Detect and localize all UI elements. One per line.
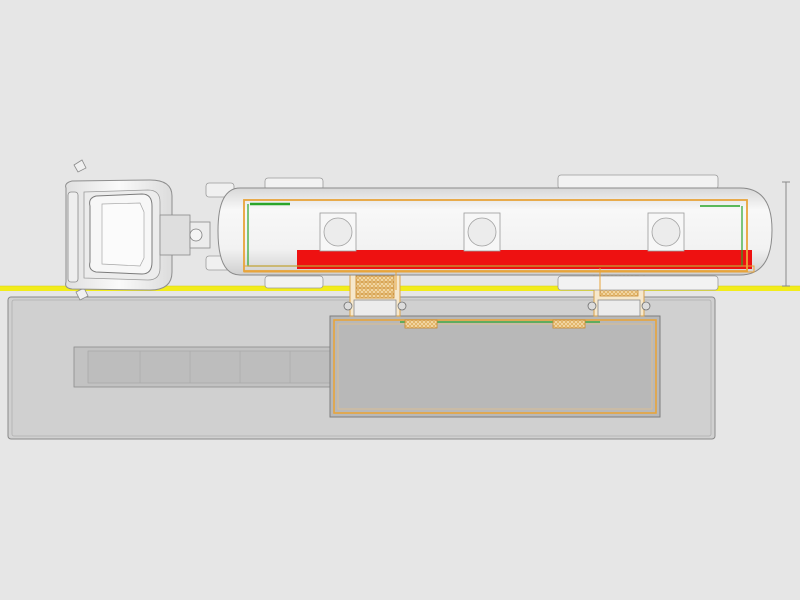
tank-orange-outline: [243, 199, 748, 272]
tank-trailer: [205, 174, 790, 291]
truck-cab: [65, 159, 211, 301]
liquid-fill: [297, 250, 752, 269]
compartment-window-2: [463, 212, 501, 252]
compartment-window-3: [647, 212, 685, 252]
service-pit: [7, 296, 716, 440]
cab-mirror-top: [73, 159, 87, 173]
pit-hatch-left: [404, 319, 438, 329]
pit-orange-frame: [333, 319, 657, 414]
pit-deep-basin: [329, 315, 661, 418]
compartment-window-1: [319, 212, 357, 252]
pit-hatch-right: [552, 319, 586, 329]
